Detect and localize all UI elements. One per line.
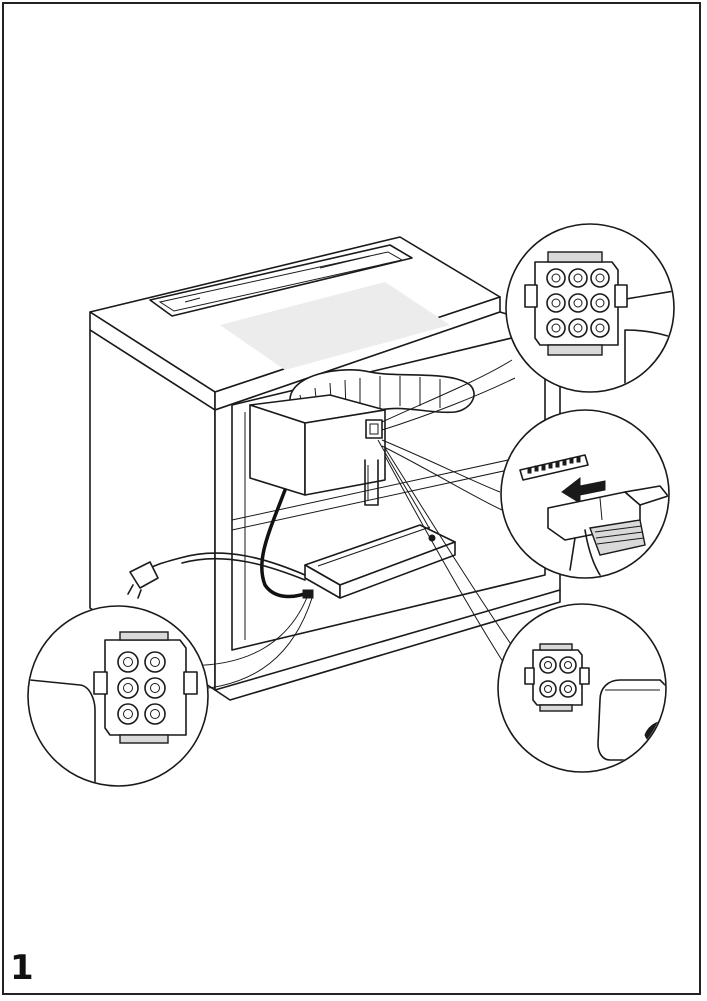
induction-hob	[149, 244, 450, 370]
motor-unit	[249, 369, 475, 506]
callout-4pin-connector	[497, 603, 667, 773]
step-number: 1	[10, 948, 34, 988]
cables	[127, 439, 431, 599]
callout-ribbon-connector	[500, 409, 670, 579]
callout-9pin-connector	[505, 223, 675, 393]
connector-pins	[546, 268, 610, 338]
callout-6pin-connector	[27, 605, 209, 787]
control-box	[304, 524, 456, 599]
